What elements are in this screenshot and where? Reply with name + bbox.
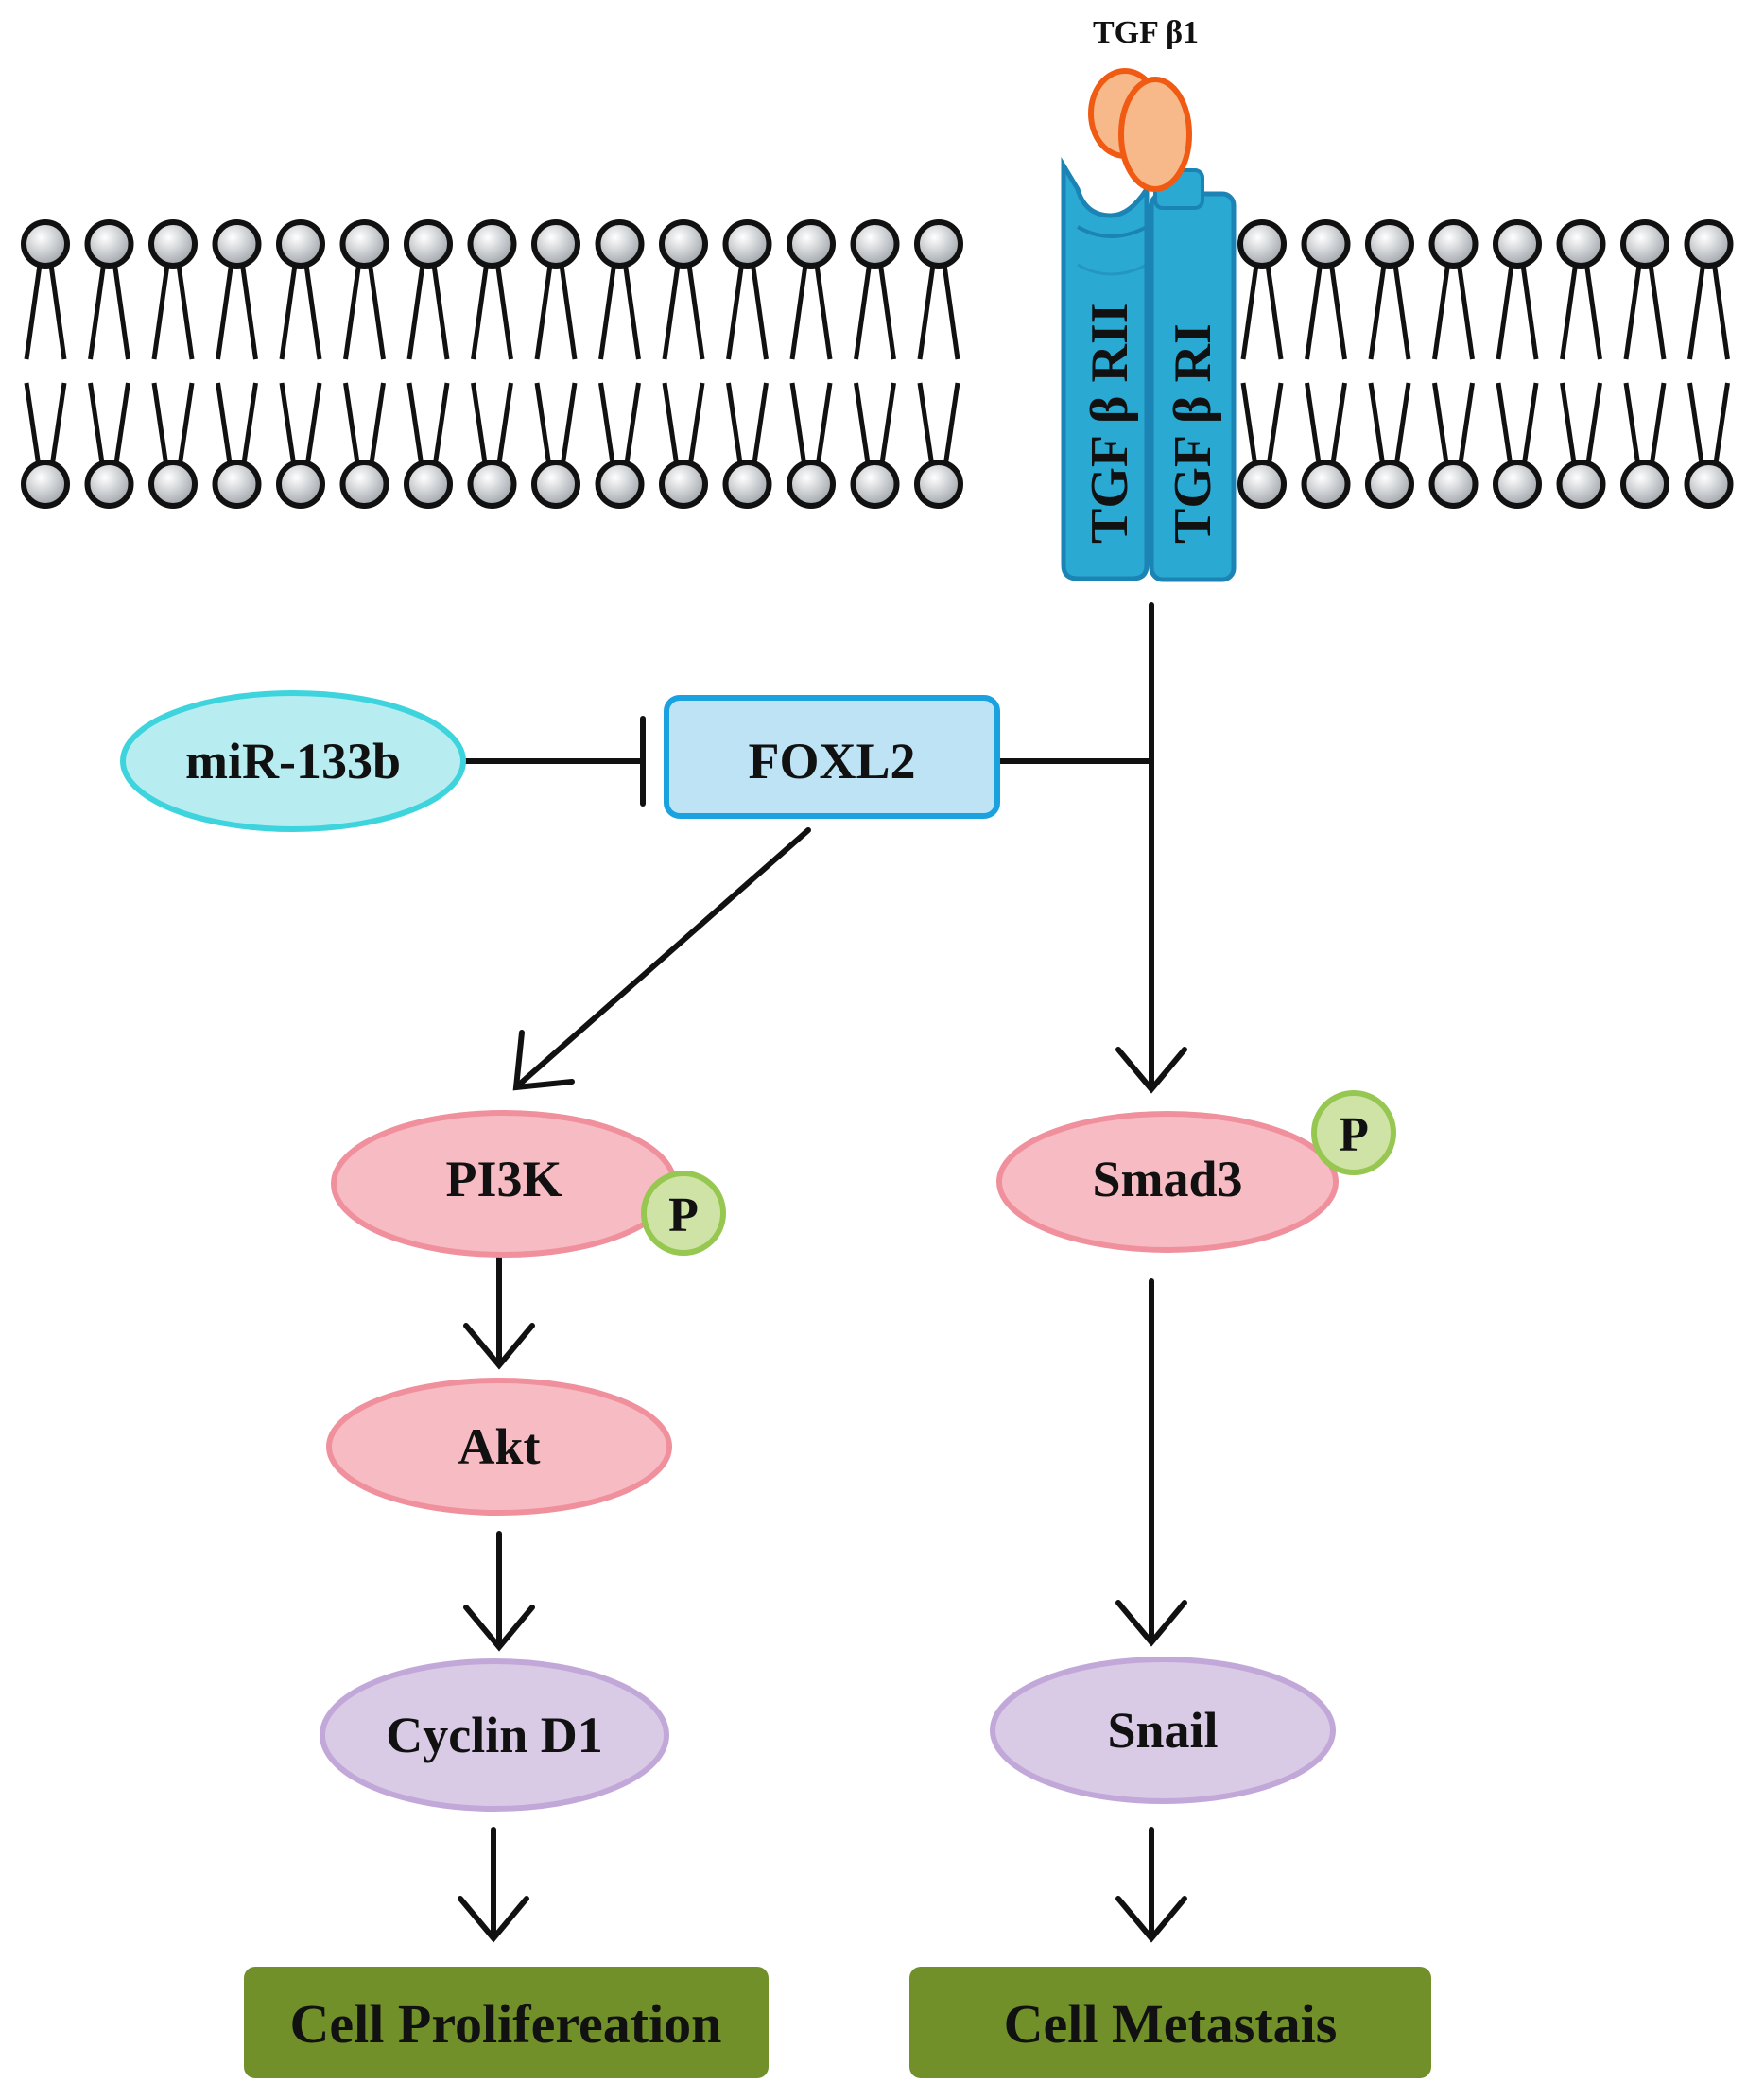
node-akt: Akt — [326, 1378, 672, 1516]
smad3-phospho-badge: P — [1311, 1090, 1396, 1175]
node-pi3k: PI3K — [331, 1110, 677, 1258]
phospholipid — [1620, 219, 1669, 509]
snail-label: Snail — [1107, 1702, 1218, 1759]
outcome-cell-metastasis: Cell Metastais — [909, 1967, 1431, 2078]
phospholipid — [276, 219, 325, 509]
tgf-beta-ri-label: TGF β RI — [1164, 323, 1222, 544]
edge-cyclin-d1-to-proliferation — [458, 1827, 529, 1943]
node-mir133b: miR-133b — [120, 690, 466, 832]
phospholipid — [531, 219, 580, 509]
phospholipid — [84, 219, 134, 509]
edge-pi3k-to-akt — [463, 1255, 535, 1370]
foxl2-label: FOXL2 — [748, 733, 915, 790]
phospholipid — [850, 219, 900, 509]
cell-proliferation-label: Cell Prolifereation — [290, 1993, 722, 2055]
phospholipid — [1365, 219, 1414, 509]
tgf-beta-rii-label: TGF β RII — [1081, 303, 1139, 544]
outcome-cell-proliferation: Cell Prolifereation — [244, 1967, 769, 2078]
phospholipid — [212, 219, 262, 509]
edge-smad3-to-snail — [1115, 1278, 1187, 1647]
pi3k-label: PI3K — [445, 1151, 562, 1207]
phospholipid — [1684, 219, 1734, 509]
phospholipid — [404, 219, 453, 509]
tgf-beta-receptor-complex: TGF β RII TGF β RI — [1061, 156, 1237, 582]
phospholipid — [1301, 219, 1351, 509]
phospholipid — [1556, 219, 1606, 509]
cell-metastasis-label: Cell Metastais — [1004, 1993, 1338, 2055]
edge-receptor-to-smad3 — [1115, 602, 1187, 1094]
pathway-edges — [441, 602, 1187, 1943]
edge-snail-to-metastasis — [1115, 1827, 1187, 1943]
cyclin-d1-label: Cyclin D1 — [386, 1707, 603, 1763]
lipid-bilayer-membrane — [21, 219, 1734, 509]
akt-label: Akt — [458, 1418, 540, 1475]
phospholipid — [148, 219, 198, 509]
phospholipid — [595, 219, 645, 509]
phospholipid — [914, 219, 963, 509]
pi3k-phospho-badge: P — [641, 1171, 726, 1256]
pi3k-phospho-label: P — [668, 1189, 699, 1242]
node-cyclin-d1: Cyclin D1 — [320, 1658, 669, 1812]
phospholipid — [1493, 219, 1542, 509]
tgf-beta1-ligand: TGF β1 — [1088, 15, 1199, 192]
smad3-label: Smad3 — [1092, 1151, 1242, 1207]
phospholipid — [21, 219, 70, 509]
edge-foxl2-to-pi3k — [512, 827, 811, 1091]
tgf-beta-ri-receptor: TGF β RI — [1149, 168, 1237, 582]
node-foxl2: FOXL2 — [664, 695, 1000, 819]
mir133b-label: miR-133b — [185, 733, 401, 790]
phospholipid — [467, 219, 517, 509]
phospholipid — [659, 219, 708, 509]
tgf-beta-rii-receptor: TGF β RII — [1061, 156, 1150, 581]
node-smad3: Smad3 — [996, 1111, 1339, 1253]
phospholipid — [787, 219, 836, 509]
tgf-beta1-label: TGF β1 — [1093, 15, 1199, 50]
node-snail: Snail — [990, 1657, 1336, 1804]
phospholipid — [1428, 219, 1479, 509]
edge-akt-to-cyclin-d1 — [463, 1531, 535, 1652]
phospholipid — [339, 219, 389, 509]
phospholipid — [722, 219, 772, 509]
edge-foxl2-inhibits-receptor-path — [997, 716, 1154, 807]
phospholipid — [1237, 219, 1287, 509]
edge-mir133b-inhibits-foxl2 — [441, 716, 646, 807]
smad3-phospho-label: P — [1339, 1108, 1369, 1162]
